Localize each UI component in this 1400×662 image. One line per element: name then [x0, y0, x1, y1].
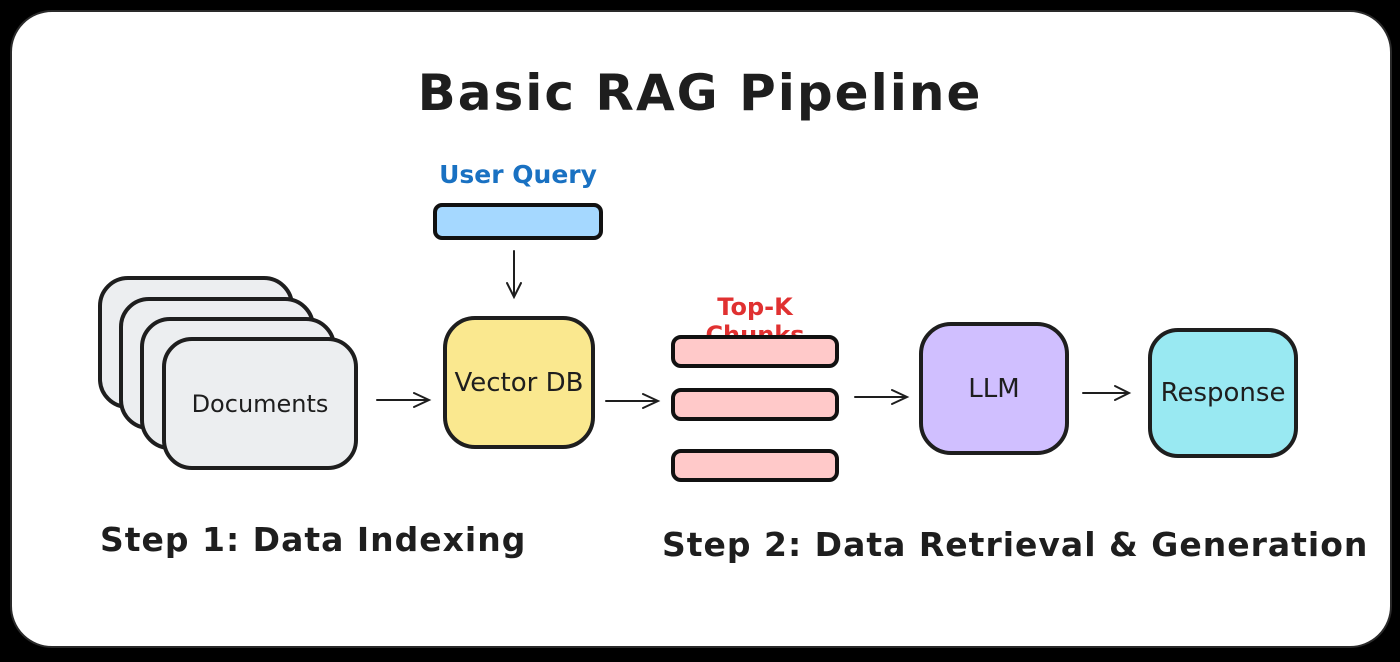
- arrow-documents-to-vectordb: [376, 389, 432, 411]
- chunk-bar-3: [671, 449, 839, 482]
- arrow-chunks-to-llm: [854, 386, 910, 408]
- llm-node: LLM: [919, 322, 1069, 455]
- arrow-userquery-to-vectordb: [503, 250, 525, 300]
- diagram-title: Basic RAG Pipeline: [417, 64, 983, 122]
- arrow-llm-to-response: [1082, 382, 1132, 404]
- chunk-bar-2: [671, 388, 839, 421]
- response-label: Response: [1160, 378, 1286, 408]
- vector-db-label: Vector DB: [454, 367, 584, 398]
- chunk-bar-1: [671, 335, 839, 368]
- documents-label: Documents: [191, 389, 329, 418]
- arrow-vectordb-to-chunks: [605, 390, 661, 412]
- vector-db-node: Vector DB: [443, 316, 595, 449]
- step2-caption: Step 2: Data Retrieval & Generation: [662, 525, 1369, 564]
- user-query-node: [433, 203, 603, 240]
- llm-label: LLM: [968, 373, 1020, 404]
- response-node: Response: [1148, 328, 1298, 458]
- step1-caption: Step 1: Data Indexing: [100, 520, 527, 559]
- documents-node: Documents: [162, 337, 358, 470]
- user-query-label: User Query: [439, 160, 597, 189]
